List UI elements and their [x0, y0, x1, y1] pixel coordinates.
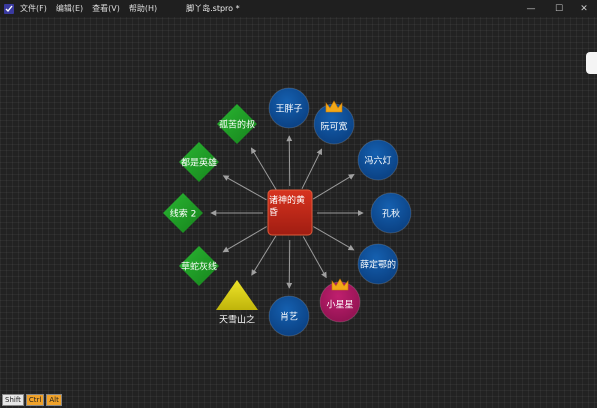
node-triangle[interactable]: [216, 280, 258, 310]
node-diamond[interactable]: [179, 142, 219, 182]
edge-arrow: [313, 226, 355, 251]
menu-view[interactable]: 查看(V): [92, 4, 120, 13]
edge-arrow: [301, 148, 323, 190]
node-circle[interactable]: [268, 87, 310, 129]
minimize-button[interactable]: —: [526, 3, 536, 14]
menu-file[interactable]: 文件(F): [20, 4, 47, 13]
node-circle[interactable]: [370, 192, 412, 234]
app-logo-icon: [4, 3, 14, 14]
shift-key: Shift: [2, 394, 24, 406]
crown-icon: [331, 278, 349, 291]
edge-arrow: [312, 174, 355, 200]
document-title: 脚丫岛.stpro *: [186, 4, 240, 13]
edge-arrow: [222, 175, 267, 201]
crown-icon: [325, 100, 343, 113]
alt-key: Alt: [46, 394, 62, 406]
ctrl-key: Ctrl: [25, 394, 45, 406]
edge-arrow: [302, 236, 327, 279]
maximize-button[interactable]: ☐: [554, 3, 564, 14]
edge-arrow: [222, 226, 267, 253]
node-diamond[interactable]: [217, 104, 257, 144]
node-circle[interactable]: [357, 139, 399, 181]
modifier-key-indicator: Shift Ctrl Alt: [2, 394, 62, 406]
center-node-label: 诸神的黄昏: [269, 196, 306, 218]
close-button[interactable]: ✕: [580, 3, 588, 14]
edge-arrow: [250, 147, 277, 191]
node-circle[interactable]: [268, 295, 310, 337]
title-bar: 文件(F) 编辑(E) 查看(V) 帮助(H) 脚丫岛.stpro * — ☐ …: [0, 0, 597, 17]
menu-edit[interactable]: 编辑(E): [55, 4, 84, 13]
node-diamond[interactable]: [163, 193, 203, 233]
node-diamond[interactable]: [179, 246, 219, 286]
side-panel-tab[interactable]: [586, 52, 597, 74]
menu-help[interactable]: 帮助(H): [128, 4, 158, 13]
edge-arrow: [251, 235, 277, 276]
center-node[interactable]: [267, 189, 313, 236]
node-circle[interactable]: [357, 243, 399, 285]
